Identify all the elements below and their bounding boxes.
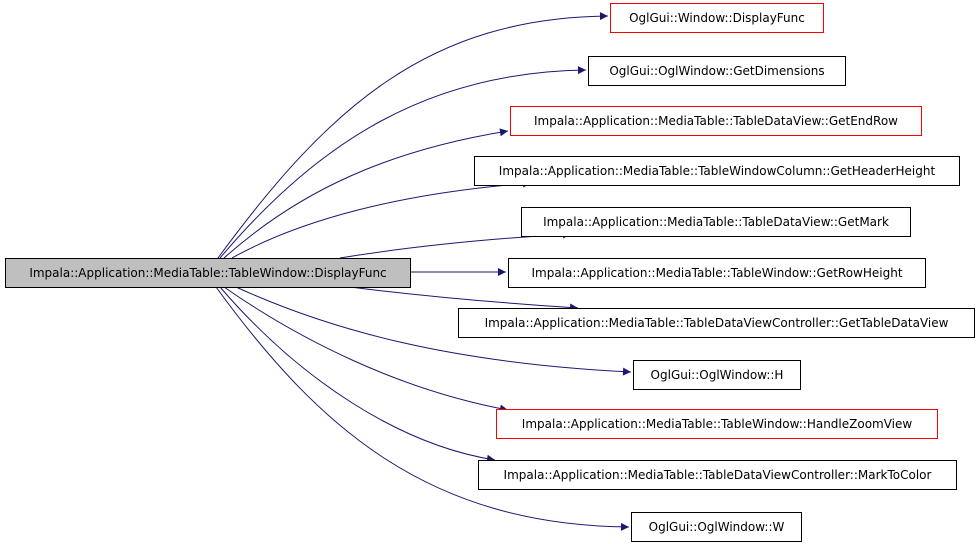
edge-root-to-n11 [215, 286, 630, 531]
callee-node-label: Impala::Application::MediaTable::TableWi… [531, 266, 902, 280]
root-node-box [5, 258, 411, 288]
edges-layer [215, 12, 632, 531]
edge-root-to-n2 [219, 66, 587, 259]
edge-root-to-n10 [219, 286, 496, 463]
callee-node[interactable]: Impala::Application::MediaTable::TableDa… [521, 207, 911, 237]
nodes-layer: Impala::Application::MediaTable::TableWi… [5, 3, 975, 542]
callee-node-label: OglGui::OglWindow::W [649, 520, 785, 534]
edge-root-to-n1 [217, 12, 609, 259]
edge-root-to-n9 [223, 286, 509, 413]
callee-node-box [510, 106, 922, 136]
callee-node-box [508, 258, 926, 288]
callee-node[interactable]: Impala::Application::MediaTable::TableDa… [478, 460, 957, 490]
callee-node-label: Impala::Application::MediaTable::TableDa… [543, 215, 889, 229]
callee-node[interactable]: Impala::Application::MediaTable::TableWi… [496, 409, 938, 439]
callee-node-label: Impala::Application::MediaTable::TableDa… [534, 114, 898, 128]
callee-node-box [631, 512, 802, 542]
edge-root-to-n5 [339, 230, 572, 259]
callee-node[interactable]: Impala::Application::MediaTable::TableDa… [458, 308, 975, 338]
edge-root-to-n3 [223, 128, 509, 259]
callee-node-box [458, 308, 975, 338]
callee-node-box [633, 360, 801, 390]
callee-node[interactable]: OglGui::OglWindow::H [633, 360, 801, 390]
callee-node-label: Impala::Application::MediaTable::TableDa… [504, 468, 932, 482]
edge-root-to-n8 [235, 286, 632, 376]
callee-node[interactable]: OglGui::Window::DisplayFunc [610, 3, 824, 33]
callee-node-box [521, 207, 911, 237]
callee-node[interactable]: Impala::Application::MediaTable::TableWi… [508, 258, 926, 288]
root-node-label: Impala::Application::MediaTable::TableWi… [29, 266, 386, 280]
callee-node-label: OglGui::OglWindow::GetDimensions [609, 64, 824, 78]
callee-node[interactable]: Impala::Application::MediaTable::TableDa… [510, 106, 922, 136]
callee-node-label: OglGui::OglWindow::H [651, 368, 784, 382]
callee-node-box [496, 409, 938, 439]
callee-node-box [478, 460, 957, 490]
callee-node-box [610, 3, 824, 33]
callee-node-label: Impala::Application::MediaTable::TableDa… [485, 316, 949, 330]
callee-node[interactable]: Impala::Application::MediaTable::TableWi… [474, 156, 960, 186]
callee-node-label: OglGui::Window::DisplayFunc [629, 11, 805, 25]
callee-node-box [588, 56, 846, 86]
edge-root-to-n7 [349, 286, 579, 312]
callee-node[interactable]: OglGui::OglWindow::W [631, 512, 802, 542]
callee-node-box [474, 156, 960, 186]
callee-node-label: Impala::Application::MediaTable::TableWi… [499, 164, 936, 178]
callee-node-label: Impala::Application::MediaTable::TableWi… [522, 417, 913, 431]
edge-root-to-n4 [231, 179, 532, 259]
root-node[interactable]: Impala::Application::MediaTable::TableWi… [5, 258, 411, 288]
callee-node[interactable]: OglGui::OglWindow::GetDimensions [588, 56, 846, 86]
